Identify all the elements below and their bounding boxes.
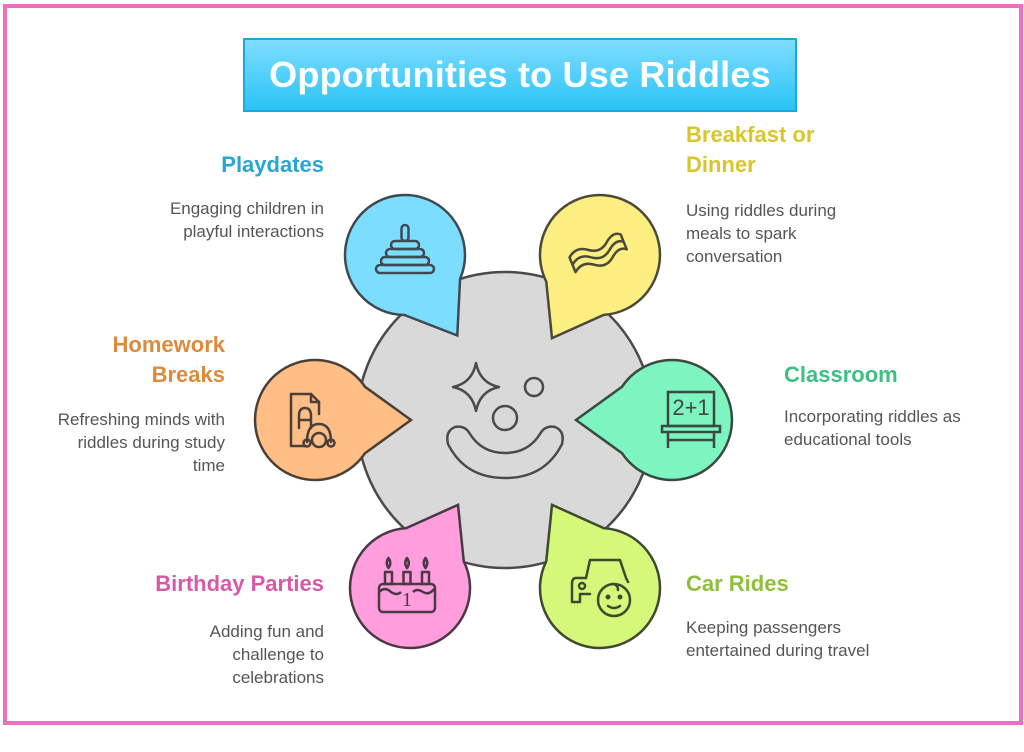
page-title: Opportunities to Use Riddles: [269, 54, 771, 95]
label-homework: Homework Breaks: [112, 332, 225, 387]
birthday-cake-icon: [377, 556, 437, 614]
label-classroom: Classroom: [784, 362, 898, 387]
desc-classroom: Incorporating riddles as educational too…: [784, 407, 961, 449]
label-breakfast: Breakfast or Dinner: [686, 122, 815, 177]
stacking-rings-toy-icon: [374, 223, 436, 275]
clown-face-icon: [446, 361, 564, 480]
cake-number: 1: [402, 589, 412, 611]
label-birthday: Birthday Parties: [155, 571, 324, 596]
pink-frame: [3, 4, 1023, 725]
desc-car-rides: Keeping passengers entertained during tr…: [686, 618, 870, 660]
desc-homework: Refreshing minds with riddles during stu…: [57, 410, 225, 475]
label-playdates: Playdates: [221, 152, 324, 177]
label-car-rides: Car Rides: [686, 571, 789, 596]
desc-playdates: Engaging children in playful interaction…: [169, 199, 324, 241]
chalkboard-text: 2+1: [672, 395, 709, 420]
bacon-icon: [568, 232, 628, 274]
desc-breakfast: Using riddles during meals to spark conv…: [686, 201, 837, 266]
title-banner: Opportunities to Use Riddles: [243, 38, 797, 112]
car-child-icon: [570, 558, 632, 618]
chalkboard-icon: [660, 390, 722, 448]
document-headphones-icon: [289, 392, 336, 449]
desc-birthday: Adding fun and challenge to celebrations: [209, 622, 324, 687]
